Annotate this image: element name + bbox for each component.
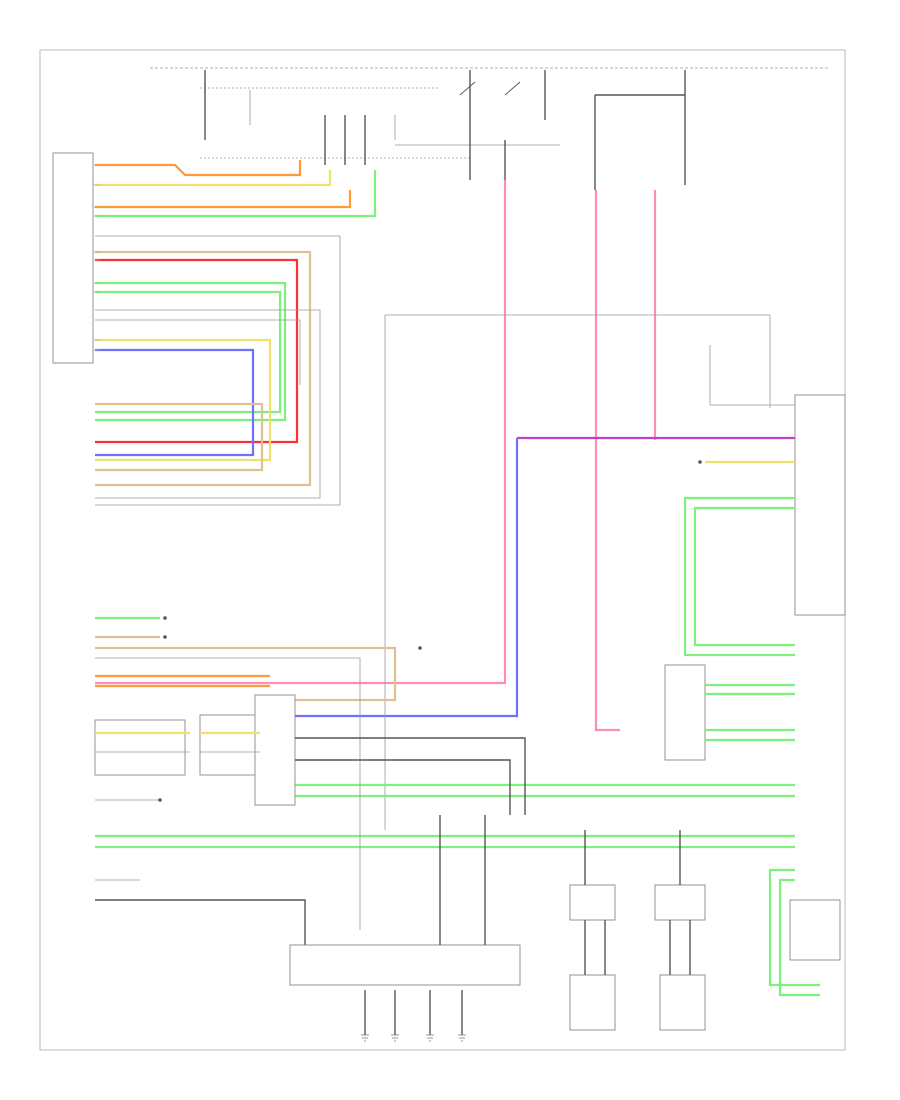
- power-rails: [150, 67, 830, 190]
- component-unit-c: [254, 694, 296, 806]
- bottom-module-left-unit: [569, 974, 616, 1031]
- diode-icon: [158, 460, 702, 802]
- module-right-lower: [789, 899, 841, 961]
- component-switch-a: [94, 719, 186, 776]
- module-right-mid: [664, 664, 706, 761]
- lower-left: [94, 616, 526, 945]
- switch-icon: [459, 81, 521, 96]
- bottom-module-main: [289, 944, 521, 986]
- module-right-upper: [794, 394, 846, 616]
- bottom-module-left-ctrl: [569, 884, 616, 921]
- bottom-module-right-ctrl: [654, 884, 706, 921]
- ground-icon: [361, 1034, 466, 1042]
- bottom-modules: [289, 815, 706, 1035]
- component-switch-b: [199, 714, 261, 776]
- green-loops: [95, 460, 820, 997]
- bottom-module-right-unit: [659, 974, 706, 1031]
- right-harness: [95, 180, 795, 830]
- connector-icon: [93, 164, 100, 351]
- control-module: [52, 152, 94, 364]
- upper-harness: [95, 160, 377, 506]
